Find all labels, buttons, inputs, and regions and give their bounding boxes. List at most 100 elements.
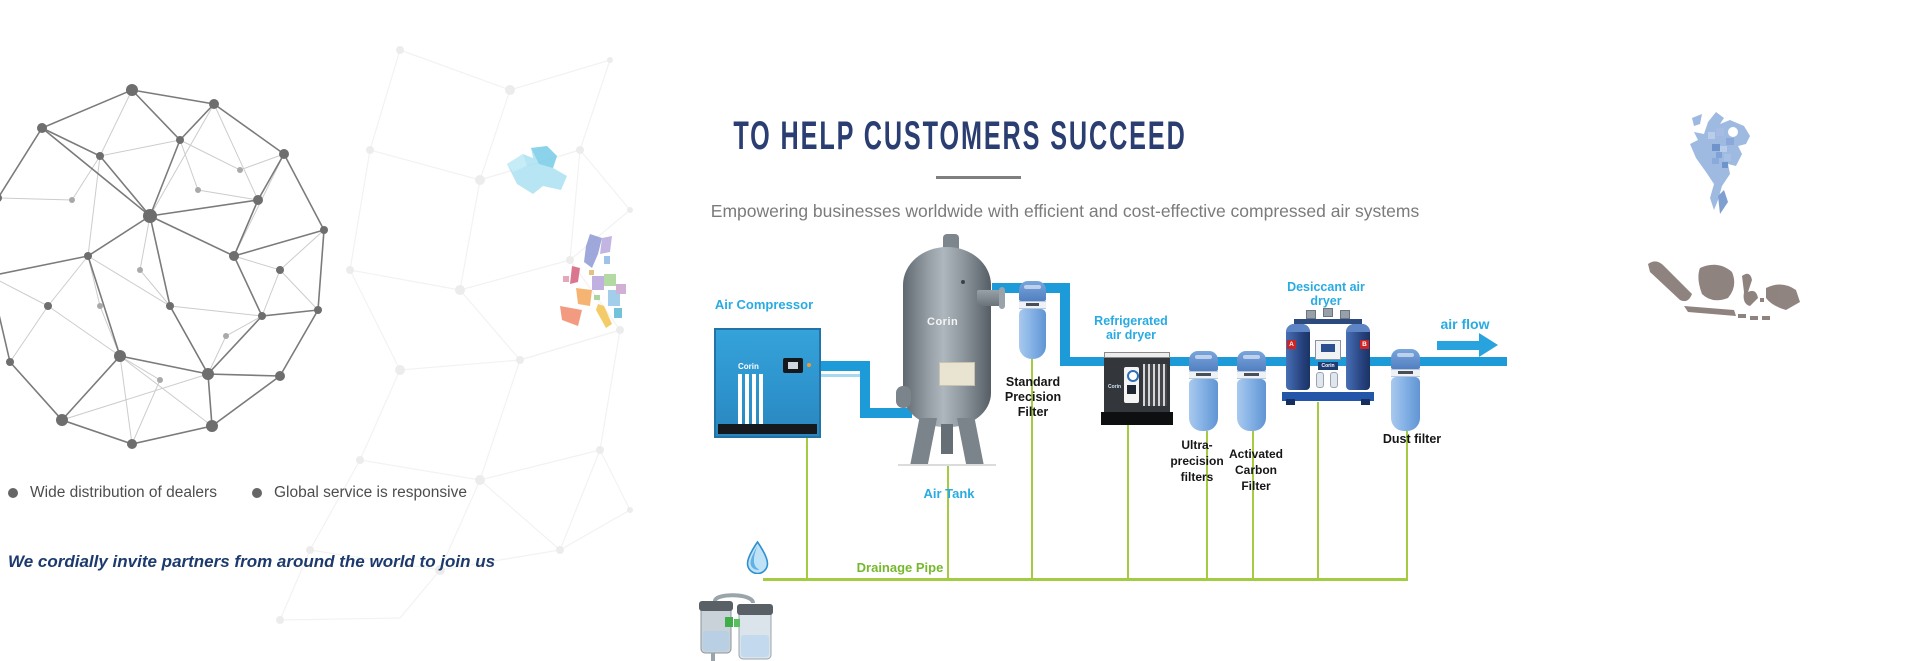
tank-body bbox=[903, 247, 991, 427]
air-tank-label: Air Tank bbox=[923, 486, 975, 501]
filter-label-band bbox=[1189, 371, 1218, 379]
pipe-to-tank bbox=[860, 408, 912, 418]
dust-filter-unit bbox=[1391, 349, 1420, 431]
brand-logo: Corin bbox=[1318, 362, 1338, 370]
page-subtitle: Empowering businesses worldwide with eff… bbox=[710, 201, 1420, 221]
pipe-main-line bbox=[1060, 357, 1507, 366]
compressor-base bbox=[718, 424, 817, 434]
pipe-compressor-down bbox=[860, 361, 870, 418]
compressor-indicator-light bbox=[807, 363, 811, 367]
europe-map-image bbox=[560, 234, 626, 328]
tower-a-badge: A bbox=[1287, 340, 1296, 349]
page-title: TO HELP CUSTOMERS SUCCEED bbox=[733, 114, 1187, 158]
filter-cap bbox=[1237, 351, 1266, 371]
dust-filter-label: Dust filter bbox=[1382, 432, 1442, 446]
drain-collector-image bbox=[699, 593, 773, 661]
filter-body bbox=[1189, 379, 1218, 431]
air-compressor-unit: Corin bbox=[714, 328, 821, 438]
desiccant-small-cylinder bbox=[1316, 372, 1324, 388]
compressor-screen bbox=[788, 362, 798, 369]
filter-body bbox=[1391, 377, 1420, 431]
north-america-map-image bbox=[1690, 112, 1750, 214]
compressor-control-panel bbox=[783, 358, 803, 373]
bullet-dot-icon bbox=[252, 488, 262, 498]
dryer-base bbox=[1101, 412, 1173, 425]
drain-line-main bbox=[763, 578, 1408, 581]
brand-logo: Corin bbox=[738, 362, 759, 371]
bullet-label: Global service is responsive bbox=[274, 484, 467, 501]
desiccant-top-piping bbox=[1294, 319, 1362, 324]
drain-line-compressor bbox=[806, 438, 808, 578]
filter-label-band bbox=[1019, 301, 1046, 309]
middle-east-map-image bbox=[507, 146, 567, 194]
drain-line-standard-filter bbox=[1031, 359, 1033, 578]
indonesia-map-image bbox=[1648, 261, 1800, 320]
dryer-gauge-icon bbox=[1126, 370, 1139, 382]
title-divider bbox=[936, 176, 1021, 179]
dryer-grille bbox=[1143, 364, 1167, 406]
dryer-front-panel bbox=[1124, 367, 1139, 403]
desiccant-base-frame bbox=[1282, 392, 1374, 401]
tank-shadow bbox=[898, 464, 996, 466]
wireframe-sphere-graphic bbox=[0, 84, 328, 449]
refrigerated-air-dryer-label: Refrigerated air dryer bbox=[1094, 314, 1168, 342]
drain-line-ultra-filter bbox=[1206, 431, 1208, 578]
dryer-display bbox=[1127, 385, 1136, 394]
desiccant-air-dryer-unit: A B Corin bbox=[1282, 306, 1374, 405]
drain-line-refrigerated-dryer bbox=[1127, 425, 1129, 578]
drainage-pipe-label: Drainage Pipe bbox=[856, 560, 944, 575]
brand-logo: Corin bbox=[1108, 384, 1122, 390]
desiccant-air-dryer-label: Desiccant air dryer bbox=[1287, 280, 1365, 308]
pipe-reflection bbox=[810, 374, 862, 377]
desiccant-foot bbox=[1361, 399, 1370, 405]
desiccant-valve bbox=[1323, 308, 1333, 317]
tower-b-badge: B bbox=[1360, 340, 1369, 349]
standard-precision-filter-label: Standard Precision Filter bbox=[1004, 375, 1062, 419]
tank-name-plate bbox=[939, 362, 975, 386]
ultra-precision-filter-unit-1 bbox=[1189, 351, 1218, 431]
bullet-label: Wide distribution of dealers bbox=[30, 484, 217, 501]
drain-line-dust-filter bbox=[1406, 431, 1408, 578]
tank-leg bbox=[910, 418, 937, 466]
drain-line-carbon-filter bbox=[1252, 431, 1254, 578]
desiccant-valve bbox=[1340, 310, 1350, 319]
filter-cap bbox=[1391, 349, 1420, 369]
pipe-compressor-out bbox=[806, 361, 868, 371]
air-flow-arrow-head bbox=[1479, 333, 1498, 357]
tank-vent-dot bbox=[961, 280, 965, 284]
air-flow-label: air flow bbox=[1440, 316, 1490, 332]
bullet-item-service: Global service is responsive bbox=[252, 484, 467, 502]
ultra-precision-filters-label: Ultra- precision filters bbox=[1170, 438, 1224, 484]
filter-body bbox=[1019, 309, 1046, 359]
partner-invite-text: We cordially invite partners from around… bbox=[8, 552, 496, 571]
tank-outlet-port bbox=[977, 290, 1001, 306]
dryer-body: Corin bbox=[1104, 358, 1170, 412]
tank-leg bbox=[941, 424, 953, 454]
air-compressor-label: Air Compressor bbox=[714, 297, 814, 312]
tank-inlet-port bbox=[896, 386, 911, 408]
desiccant-tower-b: B bbox=[1346, 324, 1370, 390]
desiccant-valve bbox=[1306, 310, 1316, 319]
filter-cap bbox=[1019, 281, 1046, 301]
air-tank-unit: Corin bbox=[896, 234, 1005, 466]
air-flow-arrow-shaft bbox=[1437, 341, 1479, 350]
desiccant-foot bbox=[1286, 399, 1295, 405]
tank-outlet-flange bbox=[999, 287, 1005, 309]
water-droplet-icon bbox=[746, 540, 769, 574]
faint-network-background bbox=[276, 46, 633, 624]
activated-carbon-filter-unit bbox=[1237, 351, 1266, 431]
drain-line-tank bbox=[947, 465, 949, 578]
filter-label-band bbox=[1391, 369, 1420, 377]
desiccant-control-box bbox=[1315, 340, 1341, 360]
refrigerated-air-dryer-unit: Corin bbox=[1101, 352, 1173, 425]
filter-label-band bbox=[1237, 371, 1266, 379]
dryer-top-panel bbox=[1104, 352, 1170, 358]
brand-logo: Corin bbox=[927, 316, 959, 328]
desiccant-small-cylinder bbox=[1330, 372, 1338, 388]
standard-precision-filter-unit bbox=[1019, 281, 1046, 359]
bullet-dot-icon bbox=[8, 488, 18, 498]
drain-line-desiccant-dryer bbox=[1317, 402, 1319, 578]
tank-leg bbox=[957, 418, 984, 466]
tank-top-valve bbox=[943, 234, 959, 250]
